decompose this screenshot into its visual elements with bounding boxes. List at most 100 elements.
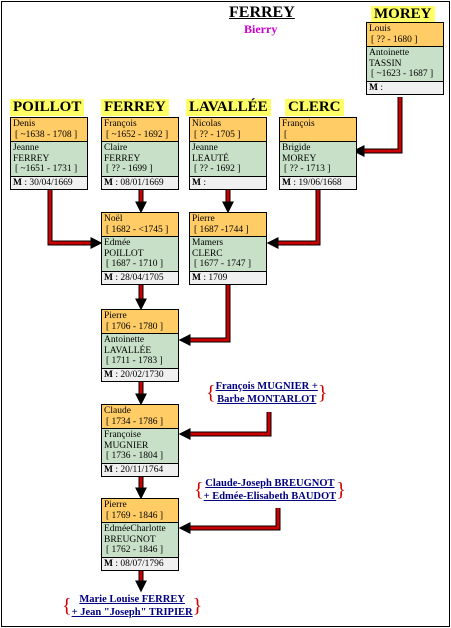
wife-surname: POILLOT — [104, 248, 144, 259]
husband-dates: [ ~1652 - 1692 ] — [106, 129, 169, 140]
wife-dates: [ ?? - 1699 ] — [106, 164, 153, 174]
husband-cell: Pierre[ 1769 - 1846 ] — [102, 499, 178, 523]
connector-breugnot-pierre3 — [184, 508, 281, 531]
link-text[interactable]: Marie Louise FERREY + Jean "Joseph" TRIP… — [72, 593, 193, 619]
wife-name: EdméeCharlotte — [104, 524, 166, 534]
link-line-1[interactable]: Claude-Joseph BREUGNOT — [205, 478, 335, 489]
marriage-cell: M : 28/04/1705 — [102, 271, 178, 284]
left-brace-icon: { — [62, 595, 72, 617]
right-brace-icon: } — [192, 595, 203, 617]
wife-surname: BREUGNOT — [104, 534, 156, 545]
husband-dates: [ 1769 - 1846 ] — [106, 510, 163, 521]
marriage-date: : 20/11/1764 — [112, 464, 164, 475]
husband-name: Pierre — [192, 214, 215, 224]
wife-surname: LAVALLÉE — [104, 345, 152, 356]
marriage-label: M — [104, 272, 113, 283]
husband-name: Pierre — [104, 500, 127, 510]
marriage-label: M — [282, 177, 291, 188]
husband-dates: [ 1706 - 1780 ] — [106, 321, 163, 332]
wife-name: Antoinette — [369, 48, 410, 58]
husband-name: Denis — [13, 119, 36, 129]
husband-name: François — [282, 119, 315, 129]
wife-dates: [ 1736 - 1804 ] — [106, 451, 163, 461]
right-brace-icon: } — [317, 382, 328, 404]
husband-cell: Louis[ ?? - 1680 ] — [367, 23, 443, 47]
husband-name: Noël — [104, 214, 123, 224]
husband-cell: Claude[ 1734 - 1786 ] — [102, 405, 178, 429]
wife-surname: MUGNIER — [104, 440, 149, 451]
link-mugnier-montarlot[interactable]: { François MUGNIER + Barbe MONTARLOT } — [206, 380, 327, 406]
husband-name: Nicolas — [192, 119, 222, 129]
marriage-cell: M : 19/06/1668 — [280, 176, 356, 189]
wife-name: Françoise — [104, 430, 141, 440]
marriage-date: : 1709 — [200, 272, 228, 283]
husband-dates: [ 1682 - <1745 ] — [106, 224, 169, 235]
marriage-label: M — [192, 177, 201, 188]
wife-surname: FERREY — [13, 153, 50, 164]
link-text[interactable]: François MUGNIER + Barbe MONTARLOT — [216, 380, 318, 406]
link-breugnot-baudot[interactable]: { Claude-Joseph BREUGNOT + Edmée-Elisabe… — [194, 477, 346, 503]
link-line-1[interactable]: Marie Louise FERREY — [79, 594, 185, 605]
wife-surname: LEAUTÉ — [192, 153, 229, 164]
wife-dates: [ 1762 - 1846 ] — [106, 545, 163, 555]
link-ferrey-tripier[interactable]: { Marie Louise FERREY + Jean "Joseph" TR… — [62, 593, 202, 619]
connector-pierre1-pierre2 — [184, 285, 231, 343]
marriage-cell: M : 1709 — [190, 271, 266, 284]
husband-dates: [ ?? - 1680 ] — [371, 34, 418, 45]
right-brace-icon: } — [336, 479, 346, 501]
wife-dates: [ ~1623 - 1687 ] — [371, 69, 434, 79]
marriage-date: : 08/01/1669 — [112, 177, 164, 188]
wife-dates: [ 1687 - 1710 ] — [106, 259, 163, 269]
wife-dates: [ 1711 - 1783 ] — [106, 356, 163, 366]
surname-label-poillot: POILLOT — [10, 99, 85, 116]
marriage-date: : 19/06/1668 — [290, 177, 342, 188]
link-line-2[interactable]: + Jean "Joseph" TRIPIER — [71, 607, 193, 618]
link-line-2[interactable]: + Edmée-Elisabeth BAUDOT — [203, 491, 337, 502]
marriage-label: M — [104, 369, 113, 380]
marriage-date: : 30/04/1669 — [21, 177, 73, 188]
marriage-cell: M : — [367, 81, 443, 94]
husband-name: Claude — [104, 406, 131, 416]
connector-morey-clerc — [358, 97, 403, 154]
marriage-cell: M : 08/07/1796 — [102, 557, 178, 570]
marriage-label: M — [192, 272, 201, 283]
marriage-date: : 20/02/1730 — [112, 369, 164, 380]
husband-cell: Noël[ 1682 - <1745 ] — [102, 213, 178, 237]
link-line-1[interactable]: François MUGNIER + — [215, 381, 318, 392]
wife-name: Edmée — [104, 238, 131, 248]
link-line-2[interactable]: Barbe MONTARLOT — [217, 394, 317, 405]
husband-dates: [ — [284, 129, 288, 140]
husband-dates: [ ?? - 1705 ] — [194, 129, 241, 140]
link-text[interactable]: Claude-Joseph BREUGNOT + Edmée-Elisabeth… — [204, 477, 337, 503]
connector-clerc-pierre1 — [272, 190, 321, 246]
marriage-date: : — [377, 82, 383, 93]
husband-cell: Denis[ ~1638 - 1708 ] — [11, 118, 87, 142]
marriage-cell: M : 08/01/1669 — [102, 176, 178, 189]
marriage-label: M — [104, 177, 113, 188]
husband-name: Pierre — [104, 311, 127, 321]
husband-dates: [ 1687 -1744 ] — [194, 224, 249, 235]
husband-cell: Pierre[ 1706 - 1780 ] — [102, 310, 178, 334]
husband-dates: [ 1734 - 1786 ] — [106, 416, 163, 427]
husband-name: François — [104, 119, 137, 129]
husband-cell: Nicolas[ ?? - 1705 ] — [190, 118, 266, 142]
wife-surname: TASSIN — [369, 58, 402, 69]
wife-dates: [ ?? - 1692 ] — [194, 164, 241, 174]
wife-name: Jeanne — [13, 143, 39, 153]
marriage-date: : — [200, 177, 206, 188]
wife-name: Brigide — [282, 143, 311, 153]
